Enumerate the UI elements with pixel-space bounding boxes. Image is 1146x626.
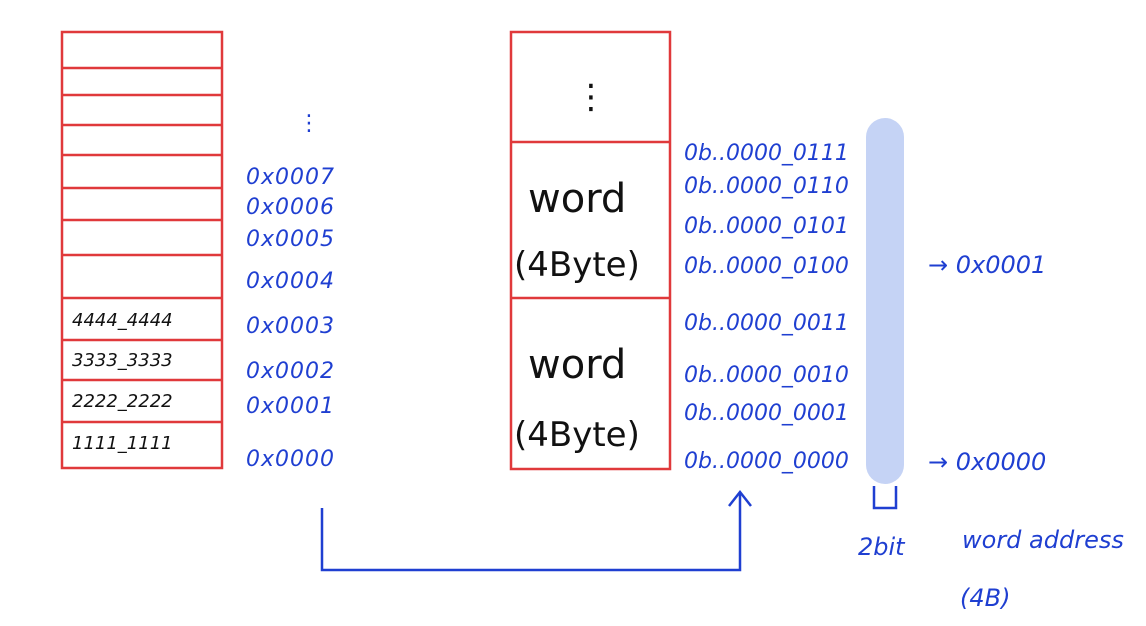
word-block-upper: word (4Byte) xyxy=(514,176,640,285)
hex-address-label: 0x0001 xyxy=(246,394,335,419)
hex-address-label: 0x0007 xyxy=(246,165,335,190)
binary-address-label: 0b..0000_0111 xyxy=(684,141,849,166)
binary-address-label: 0b..0000_0000 xyxy=(684,449,849,474)
word-block-title: word xyxy=(528,176,626,222)
memory-cell-value: 4444_4444 xyxy=(72,310,173,331)
word-address-results: → 0x0001 → 0x0000 xyxy=(928,251,1046,476)
left-memory-outline xyxy=(60,30,224,470)
binary-address-label: 0b..0000_0110 xyxy=(684,174,849,199)
right-memory-column xyxy=(509,30,672,471)
hex-address-label: 0x0005 xyxy=(246,227,335,252)
right-memory-outline xyxy=(509,30,672,471)
hex-address-label: 0x0002 xyxy=(246,359,335,384)
word-address-result: → 0x0000 xyxy=(928,448,1046,476)
word-block-size: (4Byte) xyxy=(514,415,640,455)
offset-bits-label: 2bit xyxy=(858,533,906,561)
binary-address-label: 0b..0000_0100 xyxy=(684,254,849,279)
left-memory-values: 4444_4444 3333_3333 2222_2222 1111_1111 xyxy=(72,310,173,454)
mapping-arrow xyxy=(320,489,752,572)
word-block-title: word xyxy=(528,342,626,388)
memory-cell-value: 2222_2222 xyxy=(72,391,173,412)
word-address-size-label: (4B) xyxy=(960,584,1010,612)
hex-address-label: 0x0006 xyxy=(246,195,335,220)
binary-address-label: 0b..0000_0101 xyxy=(684,214,849,239)
binary-address-label: 0b..0000_0001 xyxy=(684,401,849,426)
word-block-lower: word (4Byte) xyxy=(514,342,640,455)
mapping-arrow-line xyxy=(320,494,742,572)
binary-address-labels: 0b..0000_0111 0b..0000_0110 0b..0000_010… xyxy=(684,141,849,474)
binary-address-label: 0b..0000_0010 xyxy=(684,363,849,388)
memory-cell-value: 1111_1111 xyxy=(72,433,173,454)
left-address-labels: 0x0007 0x0006 0x0005 0x0004 0x0003 0x000… xyxy=(246,165,335,472)
hex-address-label: 0x0000 xyxy=(246,447,335,472)
annotations: 2bit word address (4B) xyxy=(858,526,1124,612)
word-block-size: (4Byte) xyxy=(514,245,640,285)
right-memory-ellipsis: ⋮ xyxy=(574,77,608,117)
hex-address-label: 0x0004 xyxy=(246,269,335,294)
hex-address-label: 0x0003 xyxy=(246,314,335,339)
offset-bits-bracket xyxy=(872,486,898,510)
offset-bits-highlight xyxy=(866,118,904,484)
binary-address-label: 0b..0000_0011 xyxy=(684,311,849,336)
word-address-label: word address xyxy=(962,526,1124,554)
word-address-result: → 0x0001 xyxy=(928,251,1046,279)
memory-cell-value: 3333_3333 xyxy=(72,350,173,371)
left-memory-column xyxy=(60,30,224,470)
mapping-arrow-head xyxy=(728,489,752,507)
left-address-ellipsis: ⋮ xyxy=(298,111,321,136)
